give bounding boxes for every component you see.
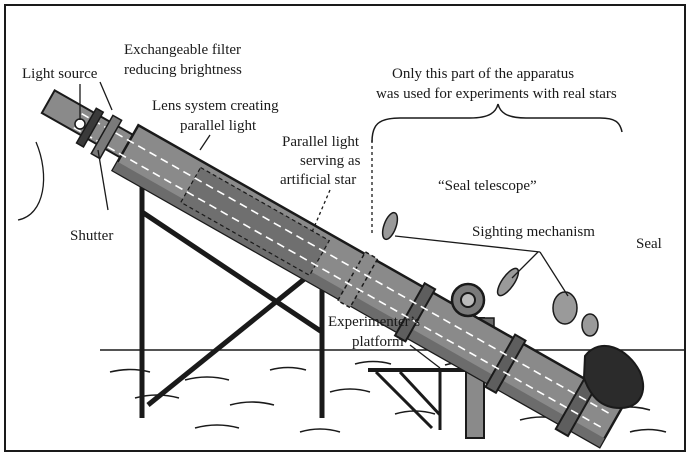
pivot-wheel <box>450 282 486 318</box>
label-seal-telescope: “Seal telescope” <box>438 178 537 194</box>
leader-lines <box>17 81 569 369</box>
sighting-mechanism <box>381 211 599 337</box>
label-sighting-mechanism: Sighting mechanism <box>472 224 595 240</box>
label-filter-line2: reducing brightness <box>124 62 242 78</box>
light-source-bulb <box>74 118 86 130</box>
exchangeable-filter <box>90 114 123 160</box>
label-lens-line2: parallel light <box>180 118 257 134</box>
label-filter-line1: Exchangeable filter <box>124 42 241 58</box>
label-shutter: Shutter <box>70 228 113 244</box>
seal-head <box>582 345 645 410</box>
label-light-source: Light source <box>22 66 98 82</box>
figure-border <box>4 4 686 452</box>
experimenter-platform <box>368 368 472 430</box>
label-parallel-line2: serving as <box>300 153 361 169</box>
label-parallel-line3: artificial star <box>280 172 356 188</box>
shutter <box>75 107 105 148</box>
telescope-tube <box>40 88 627 449</box>
label-only-line1: Only this part of the apparatus <box>392 66 574 82</box>
lens-system <box>180 166 331 277</box>
label-platform-line1: Experimenter’s <box>328 314 420 330</box>
label-parallel-line1: Parallel light <box>282 134 360 150</box>
label-platform-line2: platform <box>352 334 404 350</box>
label-lens-line1: Lens system creating <box>152 98 279 114</box>
label-seal: Seal <box>636 236 662 252</box>
label-only-line2: was used for experiments with real stars <box>376 86 617 102</box>
seal-telescope-brace <box>371 103 623 143</box>
